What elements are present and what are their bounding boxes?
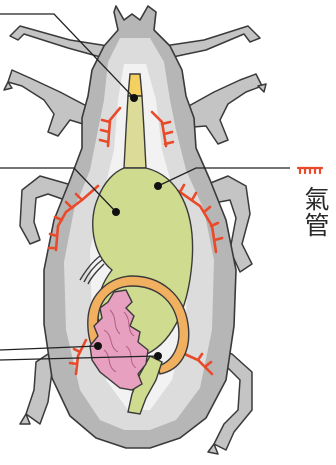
dot-pharynx (130, 94, 138, 102)
oesophagus (124, 96, 146, 168)
pharynx (128, 74, 142, 96)
dot-midgut (112, 208, 120, 216)
antenna-left (10, 26, 108, 58)
dot-tracheae (154, 182, 162, 190)
antenna-right (164, 26, 260, 58)
tracheae-label: 氣管 (298, 186, 330, 238)
tracheae-swatch-icon (298, 168, 322, 173)
dot-tubule (154, 352, 162, 360)
dot-gland (94, 342, 102, 350)
